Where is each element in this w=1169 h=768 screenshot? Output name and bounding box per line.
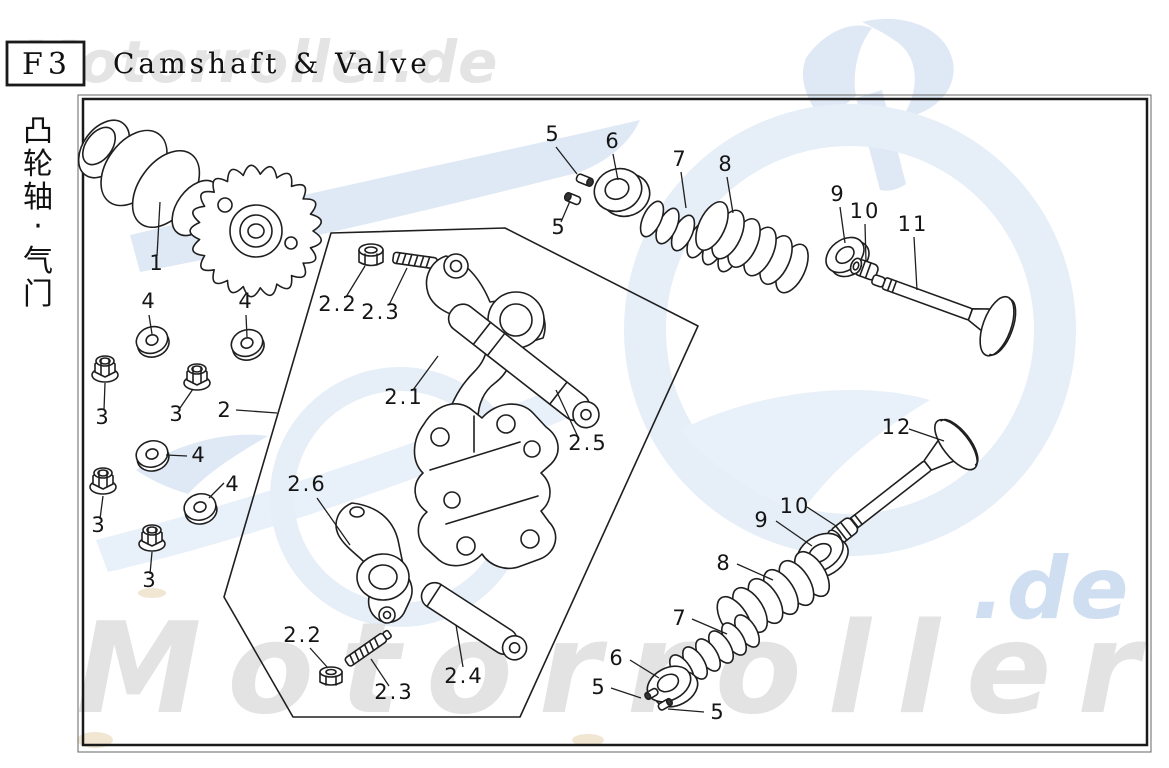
callout-label: 8 xyxy=(718,152,733,176)
figure-code: F3 xyxy=(22,47,72,82)
callout-label: 10 xyxy=(780,494,811,518)
lock-nut-upper xyxy=(358,243,384,267)
valve-stem-seal-intake xyxy=(849,257,879,281)
callout-label: 3 xyxy=(91,513,106,537)
svg-text:凸: 凸 xyxy=(23,114,53,149)
exhaust-valve xyxy=(835,418,979,540)
callout-label: 6 xyxy=(609,646,624,670)
valve-spring-inner-exhaust xyxy=(668,614,761,688)
callout-label: 9 xyxy=(754,508,769,532)
callout-label: 4 xyxy=(225,472,240,496)
callout-label: 6 xyxy=(605,129,620,153)
svg-text:轮: 轮 xyxy=(23,147,53,182)
callout-label: 11 xyxy=(898,212,929,236)
callout-label: 4 xyxy=(141,289,156,313)
callout-label: 2.2 xyxy=(318,292,357,316)
diagram-frame xyxy=(77,94,1152,753)
callout-label: 7 xyxy=(672,606,687,630)
svg-text:轴: 轴 xyxy=(23,180,53,215)
watermark-top-text: Motorroller.de xyxy=(20,28,499,96)
callout-label: 5 xyxy=(551,215,566,239)
valve-spring-outer-exhaust xyxy=(716,550,831,643)
callout-label: 2 xyxy=(217,398,232,422)
svg-text:·: · xyxy=(33,209,43,244)
camshaft-holder xyxy=(413,403,559,570)
callout-label: 4 xyxy=(238,289,253,313)
figure-code-box: F3 xyxy=(5,40,86,87)
callout-label: 5 xyxy=(710,700,725,724)
side-label-cjk: 凸 轮 轴 · 气 门 xyxy=(23,114,53,312)
valve-cotters-intake xyxy=(563,173,594,206)
callout-label: 7 xyxy=(672,147,687,171)
callout-label: 9 xyxy=(830,182,845,206)
valve-cotters-exhaust xyxy=(644,687,673,711)
callout-label: 2.6 xyxy=(287,472,326,496)
callout-label: 2.3 xyxy=(374,680,413,704)
watermark-layer: Motorroller.de Motorroller .de xyxy=(20,18,1166,748)
adjusting-screw-lower xyxy=(344,629,392,667)
group-enclosure xyxy=(223,227,699,718)
watermark-bottom-text: Motorroller xyxy=(76,595,1166,742)
callout-label: 12 xyxy=(882,415,913,439)
callout-label: 3 xyxy=(95,405,110,429)
rocker-shaft-intake xyxy=(447,303,600,429)
flange-nuts xyxy=(89,355,211,552)
brand-bird-icon xyxy=(802,18,954,191)
callout-label: 1 xyxy=(149,251,164,275)
callout-label: 10 xyxy=(850,199,881,223)
camshaft-part xyxy=(77,119,322,298)
callout-label: 2.5 xyxy=(568,431,607,455)
callout-label: 2.2 xyxy=(283,623,322,647)
intake-valve xyxy=(871,274,1017,357)
lock-nut-lower xyxy=(319,666,343,686)
leader-lines xyxy=(99,146,945,713)
callout-label: 5 xyxy=(591,675,606,699)
callout-label: 2.3 xyxy=(361,300,400,324)
callout-label: 3 xyxy=(169,402,184,426)
callout-label: 2.4 xyxy=(444,664,483,688)
callout-label: 5 xyxy=(545,122,560,146)
valve-spring-outer-intake xyxy=(695,201,809,294)
page-title: Camshaft & Valve xyxy=(113,47,431,80)
callout-label: 3 xyxy=(142,568,157,592)
callout-labels: 1 4 4 2.2 2.3 2.1 2 3 3 4 4 3 3 2.6 2.2 … xyxy=(91,122,929,724)
spring-retainer-intake xyxy=(593,167,651,218)
svg-text:门: 门 xyxy=(23,277,53,312)
callout-label: 2.1 xyxy=(384,385,423,409)
washers xyxy=(135,325,265,525)
svg-text:气: 气 xyxy=(23,244,53,279)
rocker-shaft-exhaust xyxy=(420,581,528,661)
callout-label: 8 xyxy=(716,551,731,575)
callout-label: 4 xyxy=(191,443,206,467)
watermark-de-text: .de xyxy=(972,539,1131,639)
rocker-arm-exhaust xyxy=(335,502,413,624)
